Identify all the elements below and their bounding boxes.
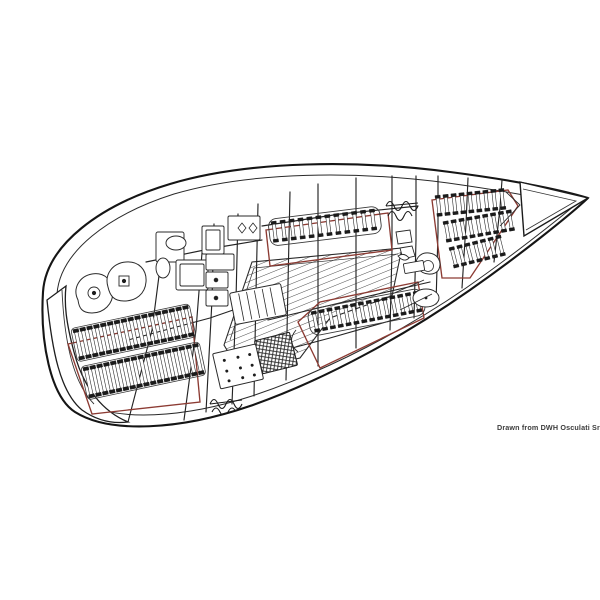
anchor-locker [499, 191, 521, 227]
two-burner-cooker [227, 215, 261, 241]
marine-toilet [155, 257, 171, 279]
galley-sink [205, 271, 229, 289]
galley [201, 215, 261, 307]
chart-table [229, 283, 287, 325]
forward-small-fittings [395, 229, 426, 274]
aft-cabin-berth [67, 303, 206, 415]
fastener-locker [212, 343, 264, 390]
transom-inner-line [61, 289, 95, 405]
stern-deck-area [75, 261, 147, 314]
port-saloon-berth [265, 206, 393, 267]
head-compartment [155, 231, 209, 291]
wash-basin [165, 235, 187, 251]
bow-stem [519, 181, 590, 238]
drawing-credit: Drawn from DWH Osculati Srl [497, 423, 600, 432]
galley-sink-2 [205, 289, 229, 307]
bow-stem-inner [522, 188, 578, 231]
round-hatch-b [412, 288, 440, 308]
winch-starboard [106, 261, 147, 302]
quarter-berth-edge [291, 279, 433, 353]
coil-spring-forward [385, 200, 419, 222]
hull-inner-line [55, 174, 576, 416]
interior-group [67, 175, 521, 423]
aft-berth-outline [67, 316, 201, 415]
